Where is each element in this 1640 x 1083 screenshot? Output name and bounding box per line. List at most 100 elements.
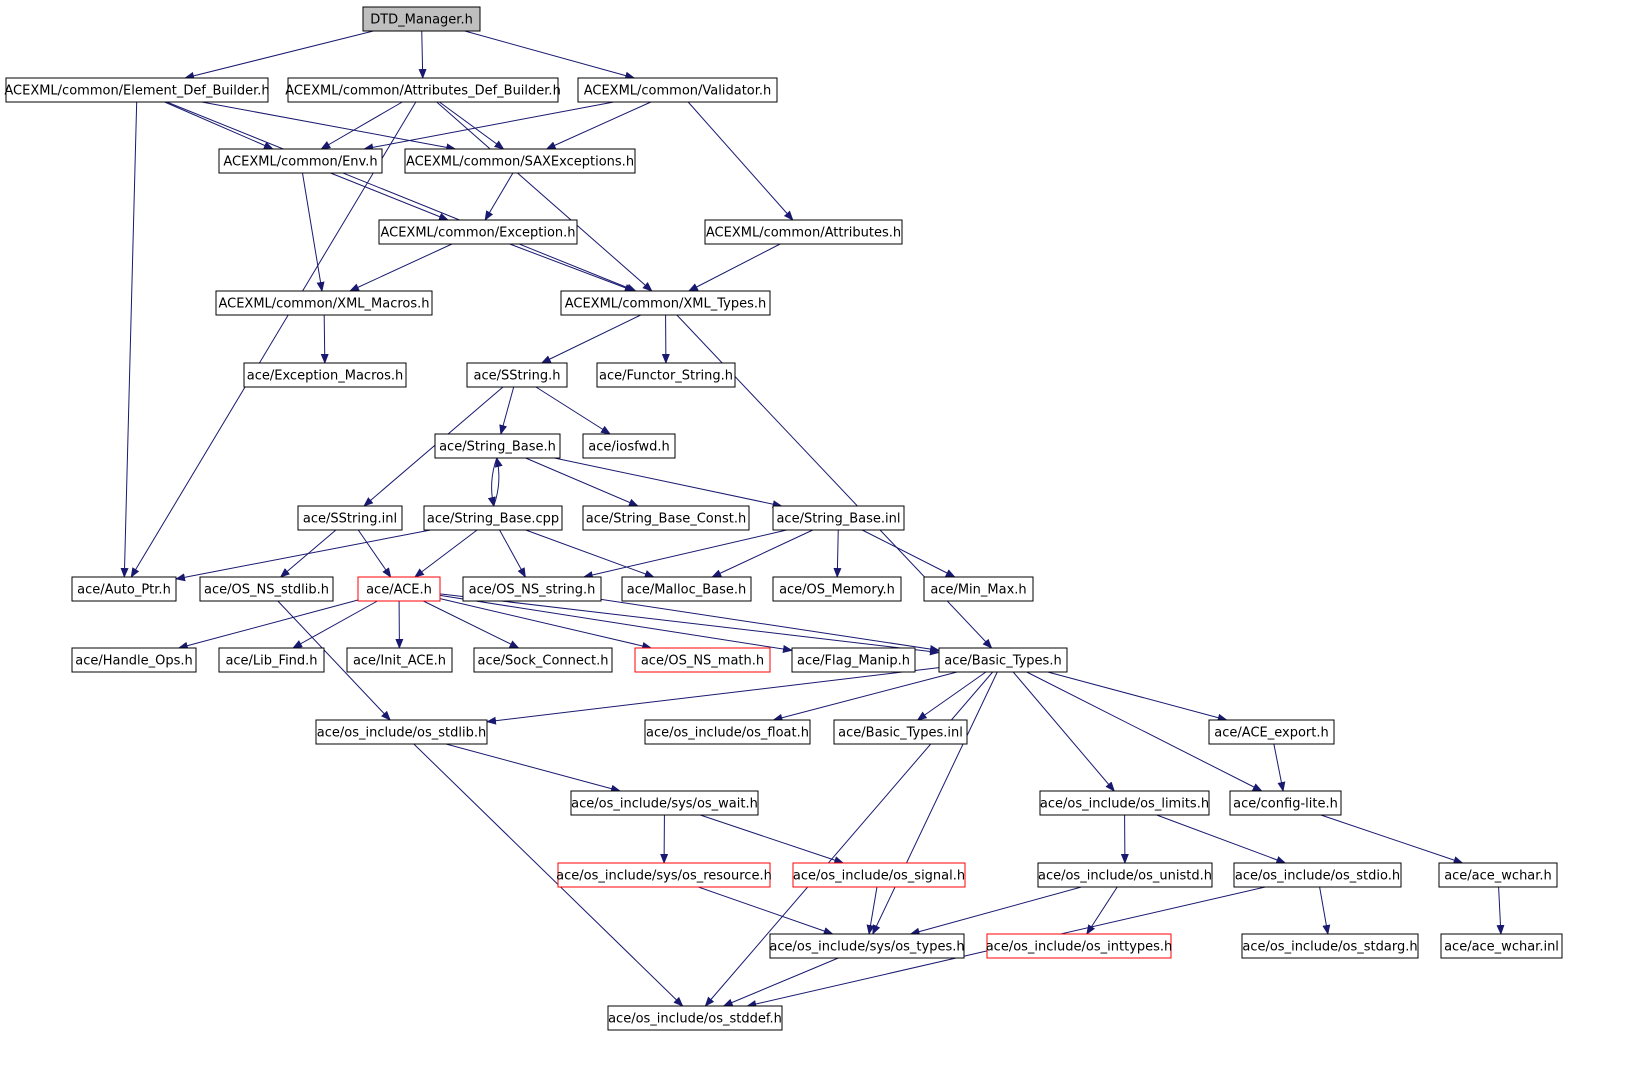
node-ace-basic-types-inl[interactable]: ace/Basic_Types.inl [833, 719, 968, 745]
node-ace-string-base-const-h[interactable]: ace/String_Base_Const.h [582, 505, 750, 531]
node-box [434, 433, 561, 459]
edge-dtd-manager-h-to-acexml-common-validator-h [464, 30, 636, 80]
node-label: ace/String_Base.cpp [427, 512, 559, 527]
node-label: ace/Auto_Ptr.h [77, 583, 171, 598]
node-ace-os-include-os-unistd-h[interactable]: ace/os_include/os_unistd.h [1037, 862, 1213, 888]
node-box [923, 576, 1034, 602]
edge-ace-basic-types-h-to-ace-os-include-os-limits-h [1012, 671, 1115, 792]
edge-acexml-common-exception-h-to-acexml-common-xml-types-h [509, 243, 635, 292]
node-acexml-common-element-def-builder-h[interactable]: ACEXML/common/Element_Def_Builder.h [4, 77, 270, 103]
node-label: ace/OS_NS_stdlib.h [204, 583, 329, 598]
node-acexml-common-validator-h[interactable]: ACEXML/common/Validator.h [577, 77, 778, 103]
node-ace-init-ace-h[interactable]: ace/Init_ACE.h [346, 647, 453, 673]
node-ace-handle-ops-h[interactable]: ace/Handle_Ops.h [71, 647, 197, 673]
node-ace-sock-connect-h[interactable]: ace/Sock_Connect.h [473, 647, 613, 673]
node-ace-ace-wchar-h[interactable]: ace/ace_wchar.h [1438, 862, 1558, 888]
edge-ace-sstring-h-to-ace-string-base-h [499, 386, 515, 435]
node-box [462, 576, 602, 602]
node-ace-malloc-base-h[interactable]: ace/Malloc_Base.h [621, 576, 752, 602]
node-box [772, 505, 905, 531]
node-ace-os-memory-h[interactable]: ace/OS_Memory.h [772, 576, 902, 602]
edge-ace-string-base-cpp-to-ace-ace-h [414, 529, 478, 578]
node-ace-flag-manip-h[interactable]: ace/Flag_Manip.h [791, 647, 916, 673]
node-label: ACEXML/common/Attributes.h [706, 226, 901, 241]
edge-ace-ace-h-to-ace-handle-ops-h [177, 599, 359, 650]
edge-ace-os-ns-stdlib-h-to-ace-os-include-os-stdlib-h [277, 600, 391, 721]
edge-acexml-common-validator-h-to-acexml-common-attributes-h [687, 101, 794, 221]
edge-ace-basic-types-h-to-ace-basic-types-inl [916, 671, 987, 721]
node-ace-config-lite-h[interactable]: ace/config-lite.h [1229, 790, 1342, 816]
node-ace-os-ns-math-h[interactable]: ace/OS_NS_math.h [634, 647, 771, 673]
node-ace-string-base-h[interactable]: ace/String_Base.h [434, 433, 561, 459]
node-ace-basic-types-h[interactable]: ace/Basic_Types.h [938, 647, 1068, 673]
node-ace-sstring-h[interactable]: ace/SString.h [466, 362, 568, 388]
node-ace-os-include-os-stddef-h[interactable]: ace/os_include/os_stddef.h [607, 1005, 783, 1031]
node-box [297, 505, 403, 531]
node-acexml-common-exception-h[interactable]: ACEXML/common/Exception.h [378, 219, 578, 245]
node-ace-os-include-os-stdarg-h[interactable]: ace/os_include/os_stdarg.h [1241, 933, 1419, 959]
node-ace-os-include-os-limits-h[interactable]: ace/os_include/os_limits.h [1039, 790, 1210, 816]
edge-ace-string-base-inl-to-ace-min-max-h [861, 529, 956, 578]
node-ace-sstring-inl[interactable]: ace/SString.inl [297, 505, 403, 531]
node-ace-string-base-inl[interactable]: ace/String_Base.inl [772, 505, 905, 531]
node-box [833, 719, 968, 745]
node-ace-os-include-sys-os-wait-h[interactable]: ace/os_include/sys/os_wait.h [570, 790, 759, 816]
node-ace-auto-ptr-h[interactable]: ace/Auto_Ptr.h [71, 576, 177, 602]
node-acexml-common-env-h[interactable]: ACEXML/common/Env.h [218, 148, 383, 174]
node-acexml-common-attributes-def-builder-h[interactable]: ACEXML/common/Attributes_Def_Builder.h [285, 77, 561, 103]
node-acexml-common-attributes-h[interactable]: ACEXML/common/Attributes.h [704, 219, 903, 245]
edge-ace-sstring-inl-to-ace-ace-h [357, 529, 392, 578]
node-acexml-common-xml-macros-h[interactable]: ACEXML/common/XML_Macros.h [215, 290, 433, 316]
node-box [199, 576, 334, 602]
node-box [423, 505, 563, 531]
node-box [986, 933, 1172, 959]
node-ace-os-include-sys-os-resource-h[interactable]: ace/os_include/sys/os_resource.h [556, 862, 772, 888]
node-ace-os-include-os-inttypes-h[interactable]: ace/os_include/os_inttypes.h [986, 933, 1173, 959]
edge-acexml-common-attributes-def-builder-h-to-ace-auto-ptr-h [130, 101, 417, 578]
node-acexml-common-xml-types-h[interactable]: ACEXML/common/XML_Types.h [560, 290, 771, 316]
node-dtd-manager-h[interactable]: DTD_Manager.h [362, 6, 481, 32]
node-label: ace/ACE_export.h [1214, 726, 1328, 741]
node-ace-exception-macros-h[interactable]: ace/Exception_Macros.h [243, 362, 407, 388]
edge-ace-ace-h-to-ace-flag-manip-h [439, 594, 793, 653]
node-ace-os-include-os-stdio-h[interactable]: ace/os_include/os_stdio.h [1233, 862, 1402, 888]
edge-acexml-common-attributes-def-builder-h-to-acexml-common-env-h [320, 101, 403, 150]
node-box [71, 576, 177, 602]
node-label: ace/os_include/sys/os_types.h [769, 940, 964, 955]
edge-ace-ace-h-to-ace-os-ns-math-h [439, 598, 653, 650]
node-label: ace/ace_wchar.h [1444, 869, 1552, 884]
node-box [362, 6, 481, 32]
edge-dtd-manager-h-to-acexml-common-attributes-def-builder-h [418, 30, 427, 79]
node-ace-ace-export-h[interactable]: ace/ACE_export.h [1208, 719, 1335, 745]
node-ace-iosfwd-h[interactable]: ace/iosfwd.h [582, 433, 676, 459]
node-ace-min-max-h[interactable]: ace/Min_Max.h [923, 576, 1034, 602]
node-ace-os-include-os-signal-h[interactable]: ace/os_include/os_signal.h [792, 862, 966, 888]
node-box [357, 576, 441, 602]
node-label: ace/os_include/os_stdio.h [1235, 869, 1400, 884]
node-ace-os-ns-stdlib-h[interactable]: ace/OS_NS_stdlib.h [199, 576, 334, 602]
node-ace-functor-string-h[interactable]: ace/Functor_String.h [596, 362, 736, 388]
node-ace-lib-find-h[interactable]: ace/Lib_Find.h [218, 647, 325, 673]
node-box [1039, 790, 1210, 816]
node-acexml-common-saxexceptions-h[interactable]: ACEXML/common/SAXExceptions.h [404, 148, 636, 174]
node-ace-os-include-os-stdlib-h[interactable]: ace/os_include/os_stdlib.h [315, 719, 488, 745]
node-ace-ace-h[interactable]: ace/ACE.h [357, 576, 441, 602]
node-label: ace/Malloc_Base.h [627, 583, 747, 598]
node-box [621, 576, 752, 602]
node-ace-os-include-os-float-h[interactable]: ace/os_include/os_float.h [644, 719, 811, 745]
edge-ace-ace-h-to-ace-sock-connect-h [423, 600, 520, 649]
edge-ace-basic-types-h-to-ace-ace-export-h [1047, 671, 1228, 722]
node-box [1241, 933, 1419, 959]
node-label: ACEXML/common/XML_Macros.h [218, 297, 429, 312]
edge-ace-ace-h-to-ace-lib-find-h [292, 600, 378, 649]
node-label: ace/SString.inl [303, 512, 397, 527]
edge-acexml-common-element-def-builder-h-to-acexml-common-env-h [164, 101, 274, 150]
node-ace-os-ns-string-h[interactable]: ace/OS_NS_string.h [462, 576, 602, 602]
edge-ace-basic-types-h-to-ace-os-include-sys-os-types-h [872, 671, 998, 935]
node-box [218, 647, 325, 673]
edge-ace-basic-types-h-to-ace-config-lite-h [1026, 671, 1263, 792]
node-ace-ace-wchar-inl[interactable]: ace/ace_wchar.inl [1440, 933, 1563, 959]
node-ace-os-include-sys-os-types-h[interactable]: ace/os_include/sys/os_types.h [769, 933, 965, 959]
node-ace-string-base-cpp[interactable]: ace/String_Base.cpp [423, 505, 563, 531]
node-box [1037, 862, 1213, 888]
